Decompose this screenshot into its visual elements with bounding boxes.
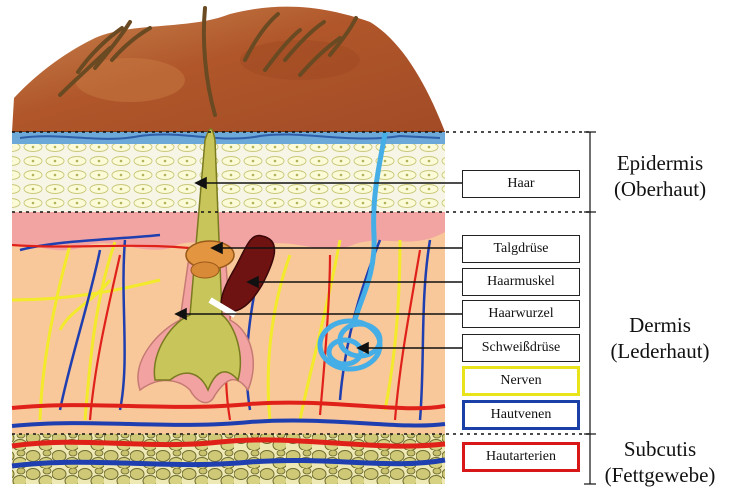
label-talgdruese: Talgdrüse [462,235,580,263]
layer-dermis-sub: (Lederhaut) [585,338,732,364]
label-schweissdruese: Schweißdrüse [462,334,580,362]
layer-subcutis-label: Subcutis (Fettgewebe) [585,436,732,488]
layer-epidermis-name: Epidermis [585,150,732,176]
layer-dermis-label: Dermis (Lederhaut) [585,312,732,364]
skin-surface [12,7,445,132]
label-haar: Haar [462,170,580,198]
layer-dermis-name: Dermis [585,312,732,338]
legend-hautvenen: Hautvenen [462,400,580,430]
layer-subcutis-name: Subcutis [585,436,732,462]
layer-epidermis-label: Epidermis (Oberhaut) [585,150,732,202]
subcutis-layer [12,434,445,484]
label-haarwurzel: Haarwurzel [462,300,580,328]
legend-nerven: Nerven [462,366,580,396]
label-haarmuskel: Haarmuskel [462,268,580,296]
layer-subcutis-sub: (Fettgewebe) [585,462,732,488]
layer-epidermis-sub: (Oberhaut) [585,176,732,202]
legend-hautarterien: Hautarterien [462,442,580,472]
